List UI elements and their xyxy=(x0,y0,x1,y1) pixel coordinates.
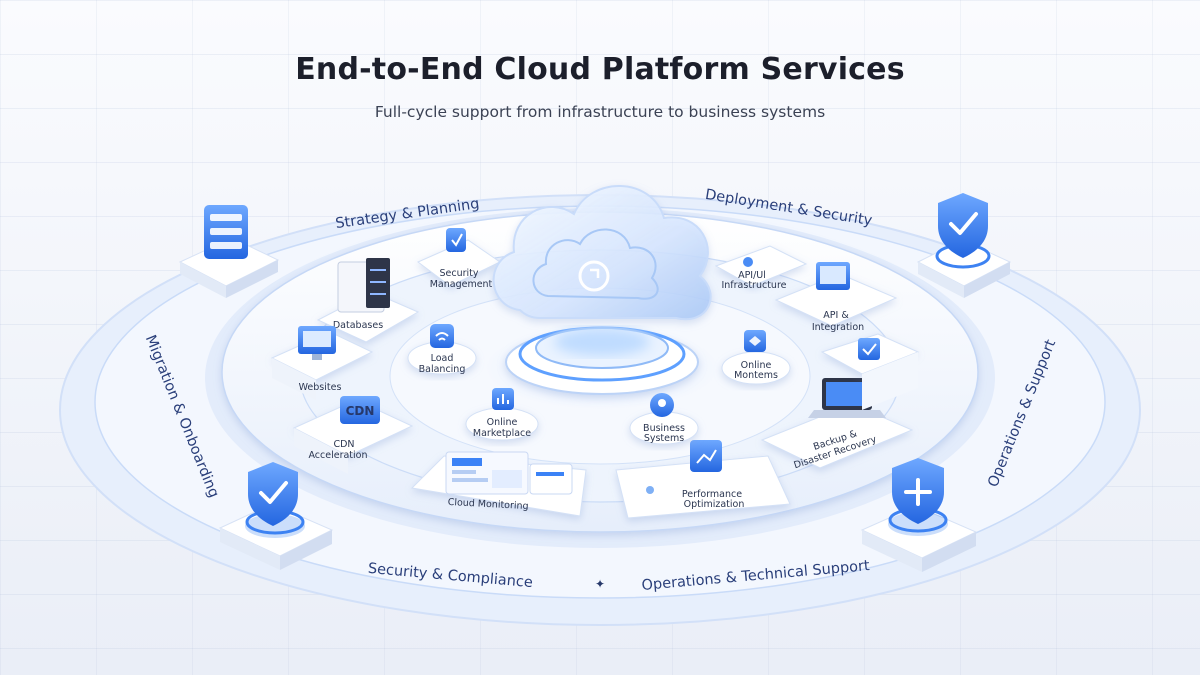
cloud-sync-icon xyxy=(578,260,610,292)
database-icon xyxy=(337,258,390,313)
tile-right-task xyxy=(820,333,920,410)
load-balancing-label-2: Balancing xyxy=(419,364,466,375)
dashboard-icon xyxy=(445,451,573,495)
node-online-marketplace: Online Marketplace xyxy=(465,388,539,441)
security-icon xyxy=(446,228,466,252)
cloud-monitoring-label: Cloud Monitoring xyxy=(447,497,528,512)
cdn-icon-text: CDN xyxy=(346,404,375,418)
online-monitors-label-2: Montems xyxy=(734,370,778,381)
shield-pedestal-bottom-right xyxy=(860,458,978,572)
node-load-balancing: Load Balancing xyxy=(407,324,477,375)
center-cloud xyxy=(492,185,712,321)
tile-cloud-monitoring: Cloud Monitoring xyxy=(410,451,587,517)
node-online-monitors: Online Montems xyxy=(721,330,791,385)
load-balancing-label-1: Load xyxy=(431,353,454,364)
performance-label-2: Optimization xyxy=(684,499,745,510)
performance-label-1: Performance xyxy=(682,489,742,500)
cdn-acceleration-label-1: CDN xyxy=(333,439,354,450)
tile-cdn-acceleration: CDN CDN Acceleration xyxy=(292,396,414,474)
databases-label: Databases xyxy=(333,320,383,331)
tile-websites: Websites xyxy=(270,326,374,400)
page-title: End-to-End Cloud Platform Services xyxy=(295,52,905,87)
shield-check-icon xyxy=(938,193,988,258)
api-infra-label-1: API/Ul xyxy=(738,270,766,281)
tile-performance: Performance Optimization xyxy=(615,440,791,519)
api-infra-label-2: Infrastructure xyxy=(721,280,786,291)
business-systems-label-1: Business xyxy=(643,423,685,434)
cube-icon xyxy=(744,330,766,352)
marketplace-label-2: Marketplace xyxy=(473,428,531,439)
business-systems-label-2: Systems xyxy=(644,433,684,444)
ring-divider-dot: ✦ xyxy=(595,577,605,591)
monitor-icon xyxy=(298,326,336,360)
bar-chart-icon xyxy=(492,388,514,410)
node-business-systems: Business Systems xyxy=(629,393,699,445)
tile-api-infrastructure: API/Ul Infrastructure xyxy=(714,245,808,291)
chart-icon xyxy=(690,440,722,472)
checkbox-icon xyxy=(858,338,880,360)
server-icon xyxy=(204,205,248,259)
wifi-icon xyxy=(430,324,454,348)
shield-check-icon xyxy=(248,462,298,526)
security-management-label-1: Security xyxy=(439,268,478,279)
tile-api-integration: API & Integration xyxy=(774,262,898,333)
location-pin-icon xyxy=(650,393,674,417)
api-label-2: Integration xyxy=(812,322,864,333)
shield-person-icon xyxy=(892,458,944,524)
tile-security-management: Security Management xyxy=(417,228,501,290)
online-monitors-label-1: Online xyxy=(741,360,772,371)
api-label-1: API & xyxy=(823,310,849,321)
page-subtitle: Full-cycle support from infrastructure t… xyxy=(374,103,826,121)
tile-databases: Databases xyxy=(316,258,420,343)
websites-label: Websites xyxy=(299,382,342,393)
shield-pedestal-top-right xyxy=(916,193,1012,298)
laptop-icon xyxy=(808,378,886,418)
cdn-acceleration-label-2: Acceleration xyxy=(308,450,367,461)
marketplace-label-1: Online xyxy=(487,417,518,428)
monitor-icon xyxy=(816,262,850,290)
center-pedestal xyxy=(484,326,720,410)
server-pedestal xyxy=(178,205,280,298)
shield-pedestal-bottom-left xyxy=(218,462,334,570)
security-management-label-2: Management xyxy=(430,279,493,290)
cdn-icon: CDN xyxy=(340,396,380,424)
